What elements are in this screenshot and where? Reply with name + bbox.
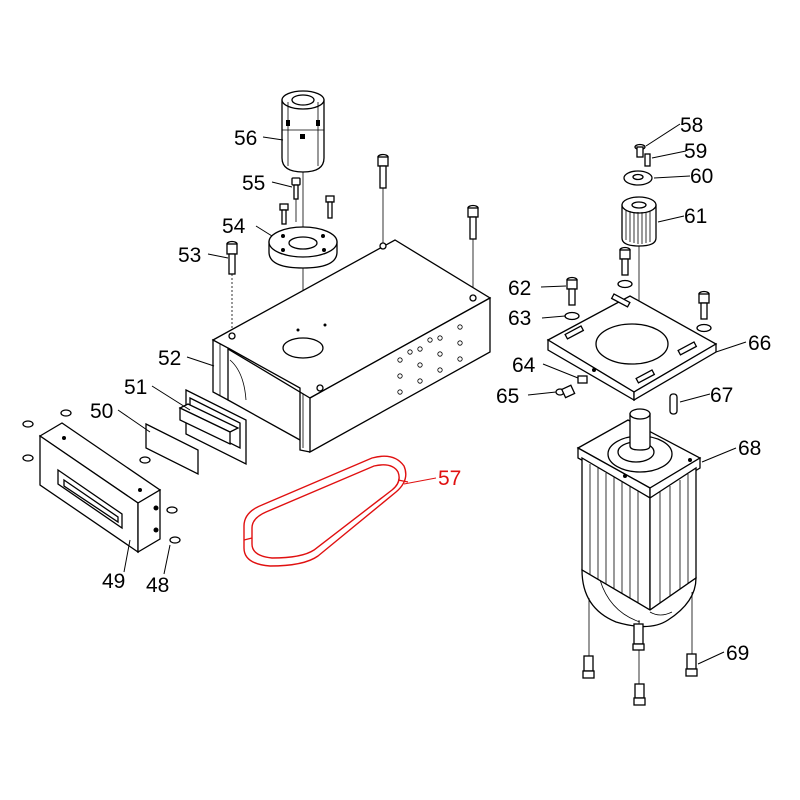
callout-68[interactable]: 68 (738, 437, 761, 460)
part-53-screw[interactable] (226, 240, 238, 331)
callout-62[interactable]: 62 (508, 277, 531, 300)
part-65-bolt[interactable] (555, 384, 576, 399)
callout-50[interactable]: 50 (90, 400, 113, 423)
callout-55[interactable]: 55 (242, 172, 265, 195)
callout-57[interactable]: 57 (438, 467, 461, 490)
part-69-bolts[interactable] (582, 623, 698, 706)
part-59-key[interactable] (644, 153, 651, 167)
part-52-housing[interactable] (211, 239, 492, 454)
callout-66[interactable]: 66 (748, 332, 771, 355)
callout-56[interactable]: 56 (234, 127, 257, 150)
part-61-pulley[interactable] (621, 196, 657, 310)
callout-61[interactable]: 61 (684, 205, 707, 228)
callout-51[interactable]: 51 (124, 376, 147, 399)
callout-48[interactable]: 48 (146, 574, 169, 597)
callout-58[interactable]: 58 (680, 114, 703, 137)
callout-53[interactable]: 53 (178, 244, 201, 267)
part-51-switch[interactable] (178, 388, 247, 466)
callout-63[interactable]: 63 (508, 307, 531, 330)
part-68-motor[interactable] (576, 408, 702, 656)
part-67-key[interactable] (669, 393, 678, 415)
callout-labels: 48 49 50 51 52 53 54 55 56 57 58 59 60 6… (90, 114, 771, 665)
callout-69[interactable]: 69 (726, 642, 749, 665)
part-54-flange[interactable] (268, 195, 338, 269)
part-55-screw[interactable] (291, 177, 301, 222)
part-49-switch-box[interactable] (22, 409, 181, 554)
callout-49[interactable]: 49 (102, 570, 125, 593)
callout-52[interactable]: 52 (158, 347, 181, 370)
callout-67[interactable]: 67 (710, 384, 733, 407)
part-57-belt[interactable] (243, 455, 409, 567)
callout-leaders (117, 123, 747, 665)
part-58-screw[interactable] (634, 143, 646, 158)
callout-64[interactable]: 64 (512, 354, 536, 377)
part-50-label[interactable] (145, 422, 199, 476)
vent-holes (397, 324, 463, 395)
callout-65[interactable]: 65 (496, 385, 519, 408)
callout-60[interactable]: 60 (690, 165, 713, 188)
part-60-washer[interactable] (623, 170, 653, 186)
part-64-setscrew[interactable] (577, 375, 588, 384)
callout-59[interactable]: 59 (684, 140, 707, 163)
part-66-mount-plate[interactable] (546, 293, 718, 402)
callout-54[interactable]: 54 (222, 215, 246, 238)
